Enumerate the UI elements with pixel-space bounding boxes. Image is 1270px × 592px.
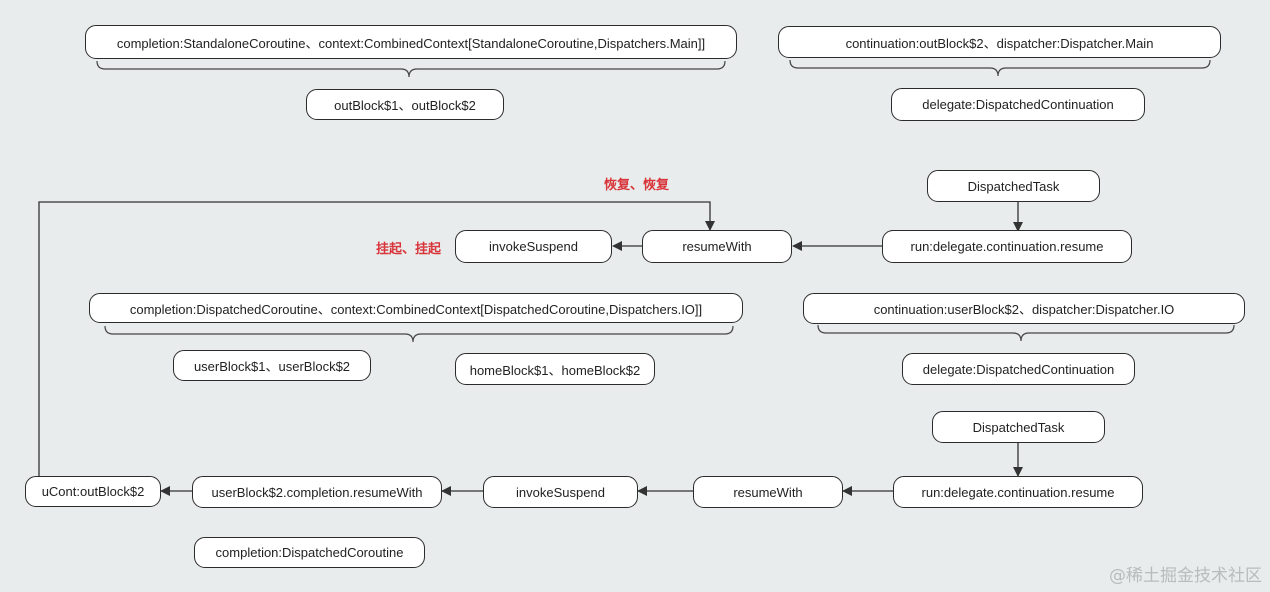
completion-dispatched-node: completion:DispatchedCoroutine [194, 537, 425, 568]
resume-with-node-2: resumeWith [693, 476, 843, 508]
top-continuation-node: continuation:outBlock$2、dispatcher:Dispa… [778, 26, 1221, 58]
brace-mid-right [817, 324, 1235, 342]
watermark-text: @稀土掘金技术社区 [1109, 566, 1262, 586]
brace-top-left [96, 60, 726, 78]
top-delegate-node: delegate:DispatchedContinuation [891, 88, 1145, 121]
brace-top-right [789, 59, 1211, 77]
invoke-suspend-node-2: invokeSuspend [483, 476, 638, 508]
run-resume-node-2: run:delegate.continuation.resume [893, 476, 1143, 508]
invoke-suspend-node-1: invokeSuspend [455, 230, 612, 263]
dispatched-task-node-1: DispatchedTask [927, 170, 1100, 202]
top-outblocks-node: outBlock$1、outBlock$2 [306, 89, 504, 120]
resume-note: 恢复、恢复 [604, 178, 670, 193]
dispatched-task-node-2: DispatchedTask [932, 411, 1105, 443]
home-blocks-node: homeBlock$1、homeBlock$2 [455, 353, 655, 385]
mid-delegate-node: delegate:DispatchedContinuation [902, 353, 1135, 385]
ucont-node: uCont:outBlock$2 [25, 476, 161, 507]
resume-with-node-1: resumeWith [642, 230, 792, 263]
top-completion-node: completion:StandaloneCoroutine、context:C… [85, 25, 737, 59]
mid-continuation-node: continuation:userBlock$2、dispatcher:Disp… [803, 293, 1245, 324]
suspend-note: 挂起、挂起 [376, 242, 442, 257]
arrow-ucont-to-resume1 [38, 201, 715, 477]
mid-completion-node: completion:DispatchedCoroutine、context:C… [89, 293, 743, 323]
run-resume-node-1: run:delegate.continuation.resume [882, 230, 1132, 263]
user-block-resume-node: userBlock$2.completion.resumeWith [192, 476, 442, 508]
user-blocks-node: userBlock$1、userBlock$2 [173, 350, 371, 381]
brace-mid-left [104, 325, 734, 343]
